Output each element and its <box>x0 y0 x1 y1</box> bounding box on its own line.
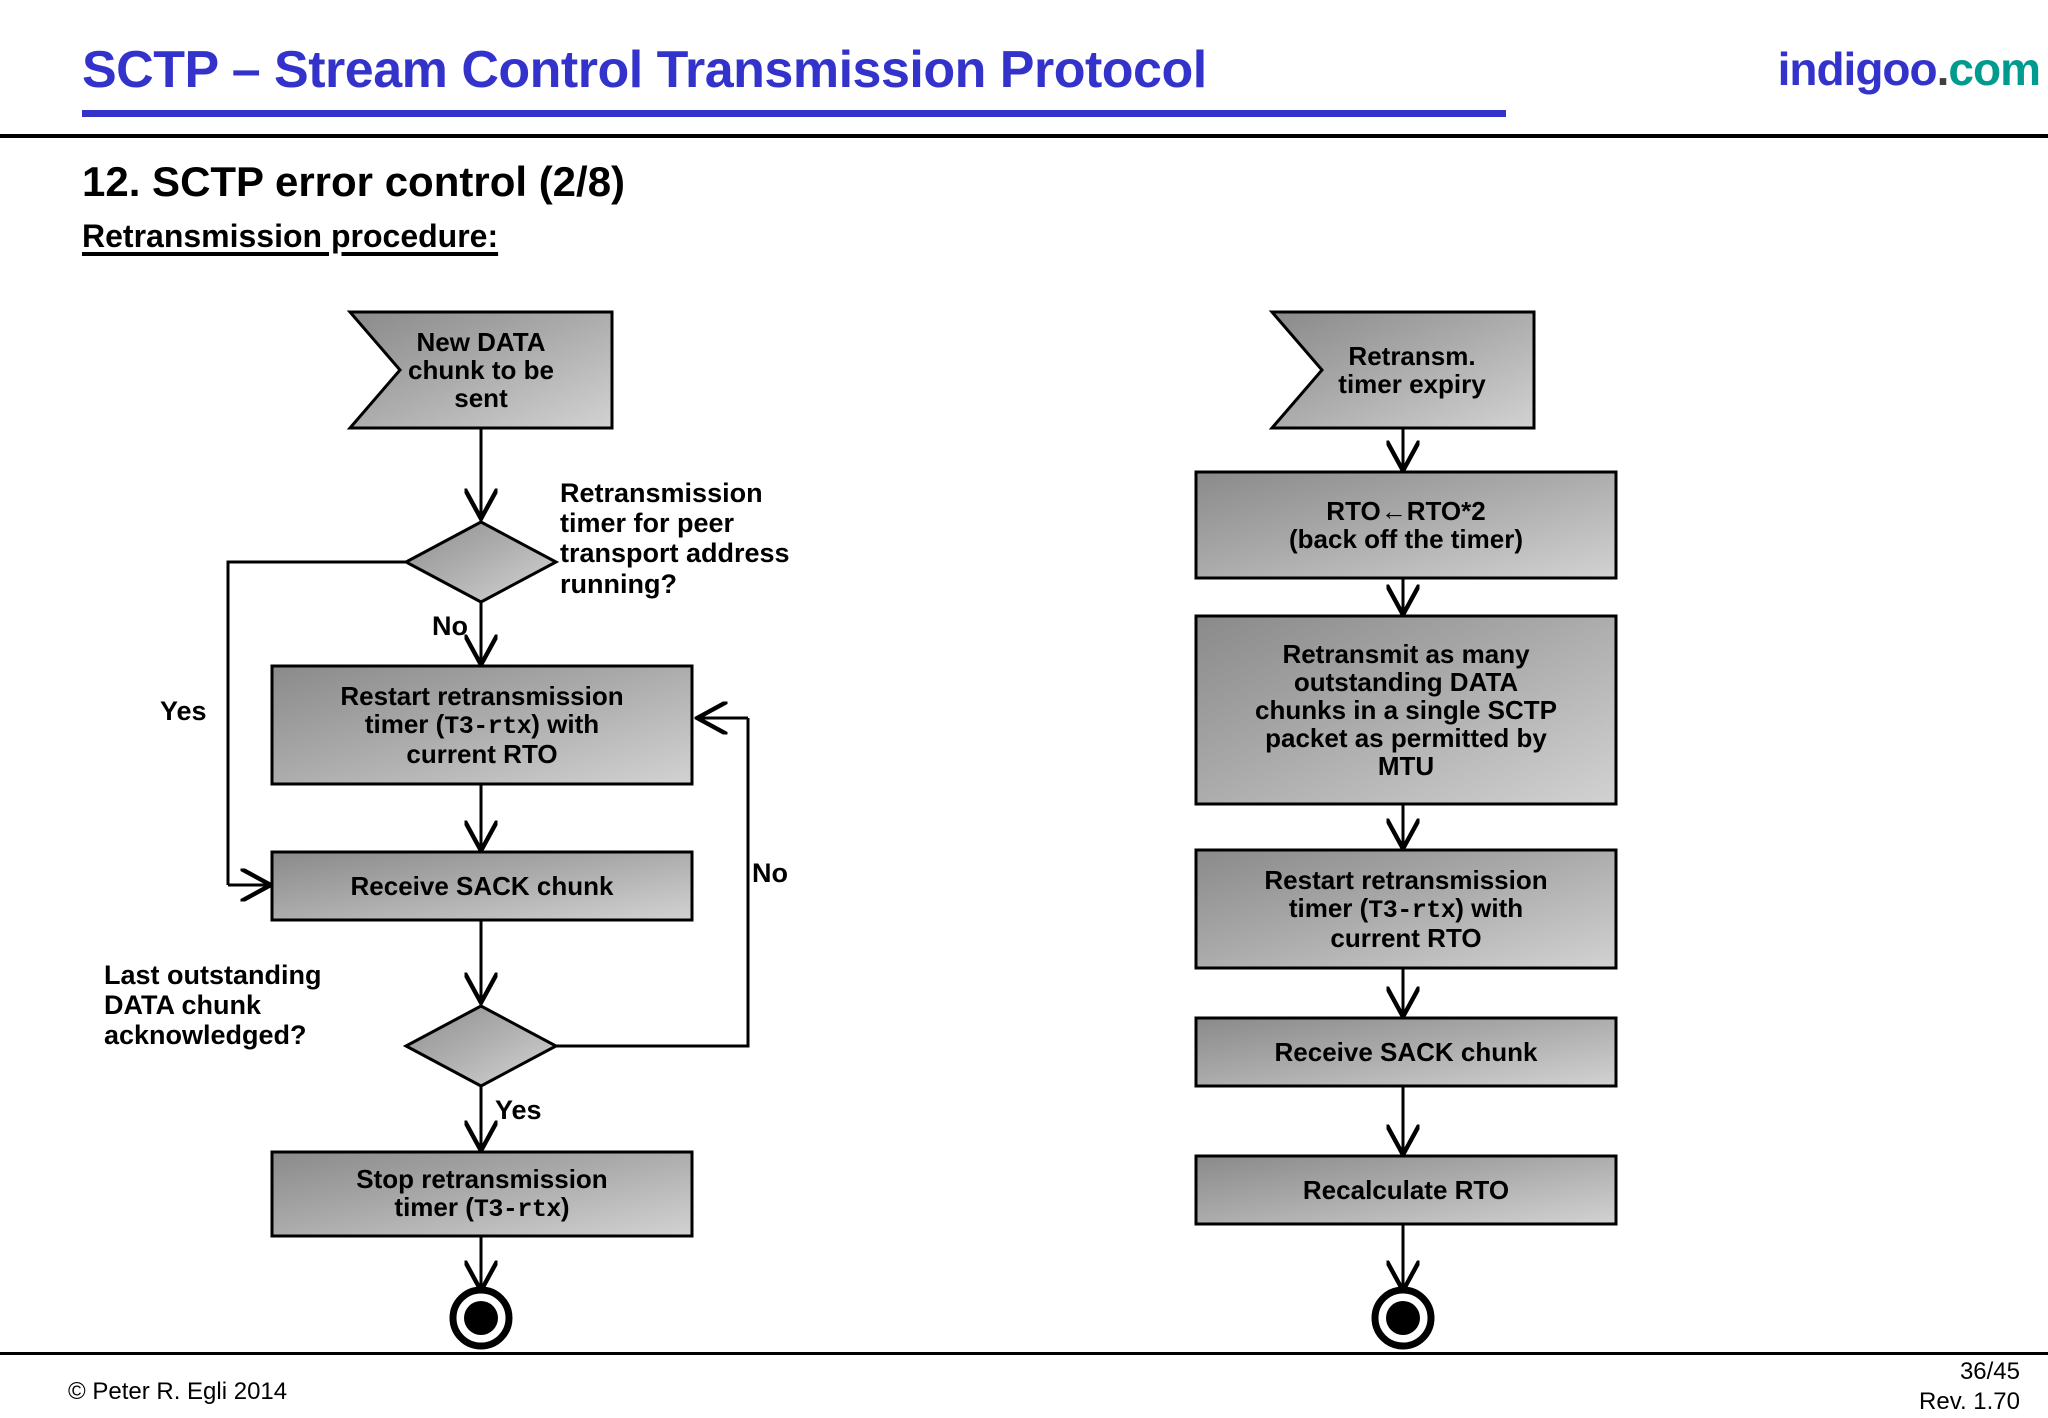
node-label-new-data-chunk: New DATA chunk to be sent <box>350 312 612 428</box>
node-line: New DATA <box>416 326 546 357</box>
slide-header: SCTP – Stream Control Transmission Proto… <box>0 0 2048 136</box>
node-line: chunks in a single SCTP <box>1255 694 1557 725</box>
node-line: Retransm. <box>1348 340 1476 371</box>
note-line: Retransmission <box>560 478 763 508</box>
node-line: (back off the timer) <box>1288 524 1524 554</box>
timer-name-mono: T3-rtx <box>1368 896 1456 925</box>
node-line: RTO←RTO*2 <box>1326 495 1486 526</box>
node-label-receive-sack-left: Receive SACK chunk <box>350 870 614 901</box>
node-line: timer ( <box>1288 893 1369 923</box>
edge-label-no-2: No <box>752 858 788 888</box>
node-line-mono-wrap: timer (T3-rtx) <box>356 1193 607 1223</box>
node-line: ) with <box>1455 893 1524 923</box>
node-label-receive-sack-right: Receive SACK chunk <box>1274 1036 1538 1067</box>
note-line: acknowledged? <box>104 1020 307 1051</box>
node-label-retransmit-outstanding: Retransmit as many outstanding DATA chun… <box>1196 616 1616 804</box>
note-decision-timer-running: Retransmission timer for peer transport … <box>560 478 860 599</box>
timer-name-mono: T3-rtx <box>444 712 532 741</box>
node-line: outstanding DATA <box>1293 666 1519 697</box>
node-end-left <box>449 1286 513 1350</box>
brand-logo: indigoo.com <box>1777 42 2041 96</box>
node-line: timer ( <box>364 709 445 739</box>
note-line: timer for peer <box>560 508 735 539</box>
node-label-retransm-timer-expiry: Retransm. timer expiry <box>1290 312 1534 428</box>
brand-dot: . <box>1936 43 1950 95</box>
note-line: DATA chunk <box>104 990 261 1021</box>
node-decision-timer-running <box>402 520 560 604</box>
page-number: 36/45 <box>1959 1358 2020 1385</box>
node-label-restart-timer-left: Restart retransmission timer (T3-rtx) wi… <box>272 666 692 784</box>
node-line: ) with <box>531 709 600 739</box>
node-line: Restart retransmission <box>1264 864 1548 895</box>
note-line: transport address <box>560 538 790 569</box>
node-decision-last-chunk-acked <box>402 1004 560 1088</box>
node-line-mono-wrap: timer (T3-rtx) with <box>1264 894 1547 924</box>
copyright-text: © Peter R. Egli 2014 <box>68 1378 288 1405</box>
node-label-recalculate-rto: Recalculate RTO <box>1302 1174 1510 1205</box>
node-label-rto-backoff: RTO←RTO*2 (back off the timer) <box>1196 472 1616 578</box>
node-line: Retransmit as many <box>1282 638 1530 669</box>
node-line: MTU <box>1377 751 1435 782</box>
node-label-stop-timer: Stop retransmission timer (T3-rtx) <box>272 1152 692 1236</box>
note-line: Last outstanding <box>104 960 322 990</box>
node-label-restart-timer-right: Restart retransmission timer (T3-rtx) wi… <box>1196 850 1616 968</box>
node-line: timer ( <box>394 1192 474 1223</box>
node-line: ) <box>560 1192 570 1223</box>
node-line: chunk to be <box>408 354 554 385</box>
node-line: Stop retransmission <box>356 1163 608 1194</box>
edge-label-yes-1: Yes <box>160 696 207 726</box>
note-decision-last-chunk-acked: Last outstanding DATA chunk acknowledged… <box>104 960 404 1051</box>
brand-name: indigoo <box>1777 43 1938 95</box>
edge-label-no-1: No <box>432 611 468 641</box>
node-line: current RTO <box>406 739 558 769</box>
title-underline-rule <box>82 110 1506 117</box>
node-line: packet as permitted by <box>1265 723 1547 754</box>
node-line: timer expiry <box>1338 369 1486 399</box>
revision-label: Rev. 1.70 <box>1919 1388 2020 1415</box>
edge-label-yes-2: Yes <box>495 1095 542 1125</box>
subsection-title: Retransmission procedure: <box>82 218 499 254</box>
node-end-right <box>1371 1286 1435 1350</box>
section-title: 12. SCTP error control (2/8) <box>82 158 626 205</box>
note-line: running? <box>560 568 677 599</box>
node-line-mono-wrap: timer (T3-rtx) with <box>340 710 623 740</box>
node-line: Restart retransmission <box>340 680 624 711</box>
timer-name-mono: T3-rtx <box>473 1195 562 1225</box>
node-line: current RTO <box>1330 923 1482 953</box>
page-title: SCTP – Stream Control Transmission Proto… <box>82 41 1207 99</box>
footer-divider <box>0 1352 2048 1355</box>
header-divider <box>0 134 2048 138</box>
node-line: sent <box>454 383 508 414</box>
brand-tld: com <box>1948 43 2041 95</box>
